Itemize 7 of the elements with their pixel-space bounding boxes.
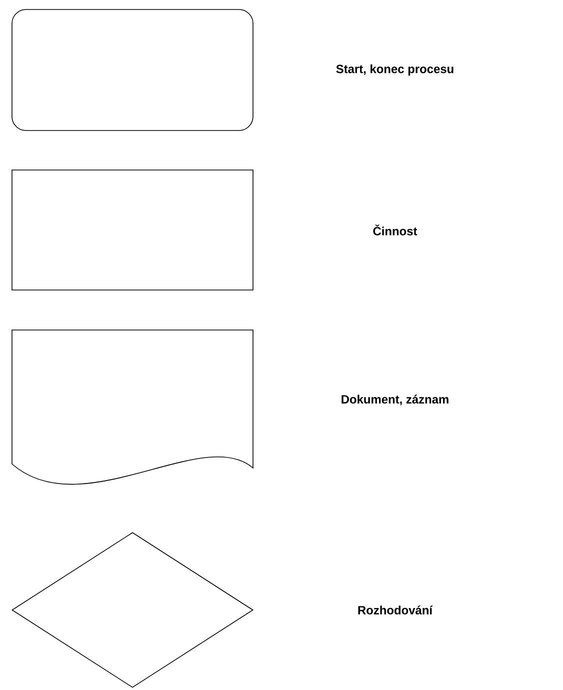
shape-label: Činnost (373, 224, 418, 236)
process-box (12, 170, 254, 290)
document-shape (12, 330, 254, 485)
shape-label: Dokument, záznam (342, 394, 448, 406)
shape-label: Rozhodování (358, 606, 433, 614)
rounded-box (12, 9, 254, 131)
shape-label: Start, konec procesu (336, 64, 454, 76)
